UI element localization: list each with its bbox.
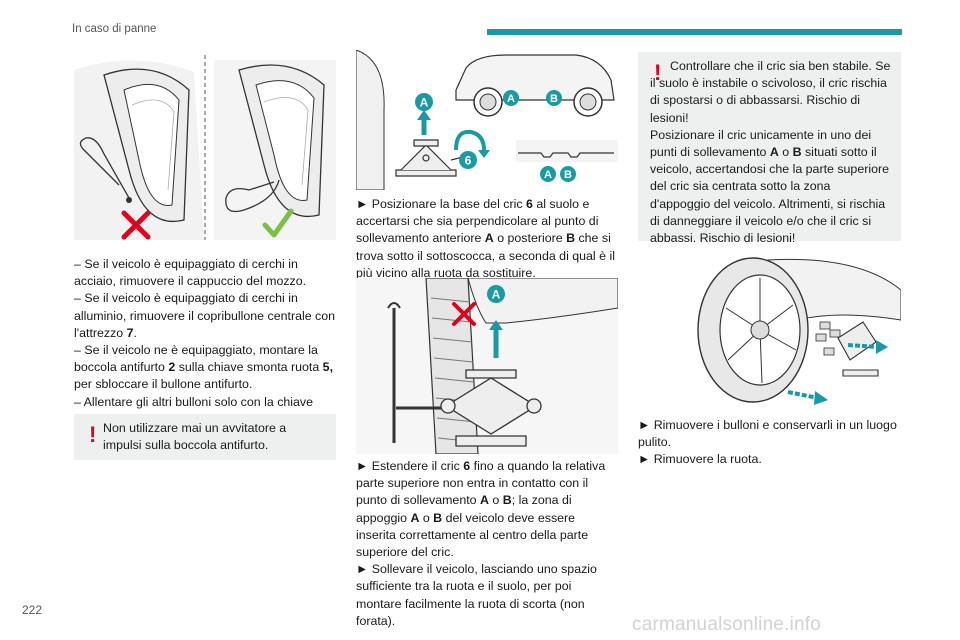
svg-text:A: A (507, 93, 515, 105)
lifting-point-b-badge-car: B (546, 90, 562, 106)
remove-bolts-instruction: ► Rimuovere i bulloni e conservarli in u… (638, 418, 897, 450)
bold-reference: 6 (463, 459, 471, 473)
text-run: per sbloccare il bullone antifurto. (74, 377, 253, 392)
bold-reference: A (769, 145, 779, 160)
warning-icon: ! (654, 60, 662, 85)
jack-number-badge: 6 (459, 151, 477, 169)
svg-text:B: B (564, 169, 572, 181)
header-accent-bar (487, 29, 902, 35)
bold-reference: B (433, 510, 443, 525)
svg-text:6: 6 (465, 154, 472, 168)
page-number: 222 (22, 603, 43, 617)
text-run: ► Estendere il cric (356, 459, 464, 473)
lifting-point-a-badge-closeup: A (487, 285, 505, 303)
wheel-bolt-removal-illustration (638, 250, 901, 410)
bold-reference: 2 (168, 360, 176, 375)
text-run: Se il veicolo è equipaggiato di cerchi i… (74, 257, 307, 289)
jack-extension-illustration: A (356, 278, 618, 454)
text-run: o (778, 145, 793, 160)
list-item: – Se il veicolo ne è equipaggiato, monta… (74, 342, 336, 394)
list-dash: – (74, 291, 85, 306)
text-run: Posizionare il cric unicamente in uno de… (650, 127, 872, 160)
bold-reference: 5, (322, 360, 334, 375)
jack-positioning-instruction: ► Posizionare la base del cric 6 al suol… (356, 196, 618, 282)
wheel-cap-removal-illustration (74, 50, 336, 245)
text-run: Controllare che il cric sia ben stabile.… (650, 59, 891, 125)
text-run: Se il veicolo è equipaggiato di cerchi i… (74, 291, 336, 340)
text-run: del veicolo deve essere inserita corrett… (356, 510, 589, 560)
list-dash: – (74, 343, 85, 358)
text-run: ► Posizionare la base del cric (356, 197, 526, 211)
position-jack-instruction: ► Posizionare la base del cric 6 al suol… (356, 196, 618, 282)
list-dash: – (74, 257, 85, 271)
running-header: In caso di panne (72, 23, 157, 35)
jack-extend-and-lift-instructions: ► Estendere il cric 6 fino a quando la r… (356, 458, 618, 630)
bold-reference: B (502, 493, 512, 508)
watermark: carmanualsonline.info (632, 614, 822, 635)
jack-stability-warning-note: ! Controllare che il cric sia ben stabil… (638, 52, 901, 245)
bold-reference: B (792, 145, 802, 160)
wheel-removal-instructions: ► Rimuovere i bulloni e conservarli in u… (638, 417, 901, 469)
text-run: o posteriore (493, 231, 567, 246)
text-run: Se il veicolo ne è equipaggiato, montare… (74, 343, 318, 375)
text-run: sulla chiave smonta ruota (175, 360, 323, 375)
list-item: – Se il veicolo è equipaggiato di cerchi… (74, 290, 336, 342)
jack-lifting-points-illustration: A 6 A B A B (356, 50, 618, 190)
bold-reference: A (410, 510, 420, 525)
wrong-lift-point-icon (452, 302, 476, 326)
remove-wheel-instruction: ► Rimuovere la ruota. (638, 452, 762, 467)
bold-reference: B (566, 231, 576, 246)
svg-text:A: A (492, 288, 501, 302)
bold-reference: 7 (126, 325, 134, 340)
wheel-cap-instructions: – Se il veicolo è equipaggiato di cerchi… (74, 256, 336, 428)
bold-reference: 6 (525, 197, 533, 211)
lifting-point-a-badge-jack: A (415, 93, 433, 111)
lifting-point-b-badge-sill: B (560, 166, 576, 182)
svg-text:B: B (550, 93, 558, 105)
list-item: – Se il veicolo è equipaggiato di cerchi… (74, 256, 336, 290)
text-run: ; la zona di appoggio (356, 493, 572, 525)
text-run: o (488, 493, 503, 508)
lift-vehicle-instruction: ► Sollevare il veicolo, lasciando uno sp… (356, 562, 597, 628)
text-run: al suolo e accertarsi che sia perpendico… (356, 197, 599, 246)
warning-icon: ! (89, 422, 97, 447)
lifting-point-a-badge-sill: A (540, 166, 556, 182)
text-run: situati sotto il veicolo, accertandosi c… (650, 145, 889, 246)
lifting-point-a-badge-car: A (503, 90, 519, 106)
jack-stability-warning-text: Controllare che il cric sia ben stabile.… (650, 58, 891, 247)
bold-reference: A (480, 493, 489, 508)
text-run: . (133, 325, 137, 340)
text-run: fino a quando la relativa parte superior… (356, 459, 606, 508)
extend-jack-instruction: ► Estendere il cric 6 fino a quando la r… (356, 458, 618, 561)
text-run: o (419, 510, 434, 525)
svg-text:A: A (544, 169, 552, 181)
bold-reference: A (484, 231, 494, 246)
antitheft-warning-text: Non utilizzare mai un avvitatore a impul… (103, 421, 287, 453)
wrong-method-icon (121, 210, 151, 240)
correct-method-icon (262, 208, 294, 238)
antitheft-warning-note: ! Non utilizzare mai un avvitatore a imp… (74, 414, 336, 460)
text-run: che si trova sotto il sottoscocca, a sec… (356, 231, 615, 280)
list-dash: – (74, 394, 84, 409)
svg-text:A: A (420, 96, 429, 110)
